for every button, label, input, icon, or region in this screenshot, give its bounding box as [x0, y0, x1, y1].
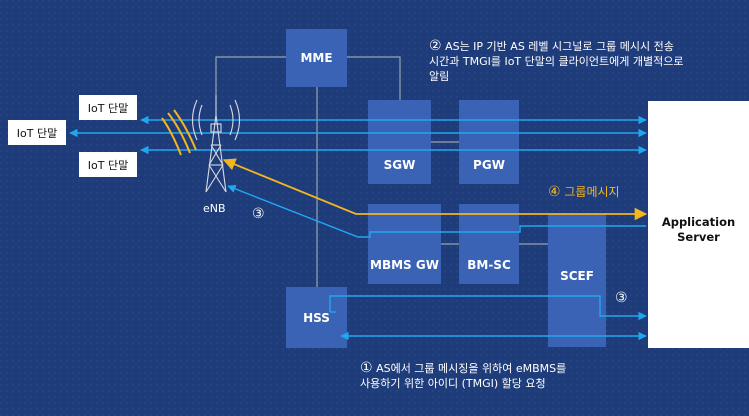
iot-terminal-left-label: IoT 단말 — [16, 126, 58, 140]
enb-label: eNB — [203, 202, 226, 215]
step2-annotation: ② AS는 IP 기반 AS 레벨 시그널로 그룹 메시시 전송 시간과 TMG… — [429, 39, 683, 84]
scef-node: SCEF — [548, 214, 606, 347]
step1-line1: ① AS에서 그룹 메시징을 위하여 eMBMS를 — [360, 360, 567, 376]
application-server-label-line1: Application — [661, 214, 736, 229]
enb-radio-waves-icon — [161, 109, 197, 156]
iot-terminal-top: IoT 단말 — [79, 95, 137, 120]
step2-line2: 시간과 TMGI를 IoT 단말의 클라이언트에게 개별적으로 — [429, 55, 684, 68]
scef-label: SCEF — [560, 268, 594, 283]
application-server-label-line2: Server — [677, 229, 720, 244]
iot-terminal-bottom: IoT 단말 — [79, 152, 137, 177]
step4-number: ④ — [548, 184, 561, 200]
iot-terminal-top-label: IoT 단말 — [87, 101, 129, 115]
iot-as-lines — [69, 115, 647, 155]
step4-text: 그룹메시지 — [564, 185, 620, 199]
backbone-lines — [215, 56, 548, 287]
mme-label: MME — [300, 51, 333, 65]
step3-path-enb — [227, 184, 646, 238]
step3-right-number: ③ — [615, 290, 628, 306]
step2-number: ② — [429, 38, 442, 54]
iot-terminal-left: IoT 단말 — [8, 120, 66, 145]
step2-line1: ② AS는 IP 기반 AS 레벨 시그널로 그룹 메시시 전송 — [429, 38, 674, 54]
enb-tower-icon — [191, 95, 241, 193]
bm-sc-label: BM-SC — [467, 258, 511, 272]
step3-left-number: ③ — [252, 206, 265, 222]
hss-label: HSS — [303, 310, 330, 325]
step1-number: ① — [360, 360, 373, 376]
step3-path-hss-scef — [329, 295, 647, 321]
hss-node: HSS — [286, 287, 347, 348]
step1-line2: 사용하기 위한 아이디 (TMGI) 할당 요청 — [360, 377, 546, 390]
step1-annotation: ① AS에서 그룹 메시징을 위하여 eMBMS를 사용하기 위한 아이디 (T… — [360, 361, 566, 391]
mme-node: MME — [286, 29, 347, 87]
step4-annotation: ④ 그룹메시지 — [548, 185, 620, 200]
step4-path-group-message — [222, 158, 648, 221]
iot-terminal-bottom-label: IoT 단말 — [87, 158, 129, 172]
step2-line3: 알림 — [429, 70, 450, 83]
application-server-node: Application Server — [648, 101, 749, 348]
mbms-gw-label: MBMS GW — [370, 258, 439, 272]
